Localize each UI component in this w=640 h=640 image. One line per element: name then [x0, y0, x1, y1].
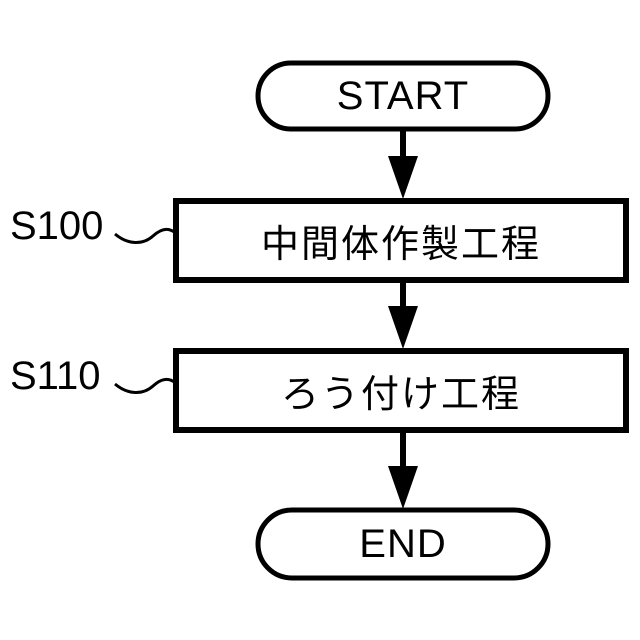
connector-process-1-to-process-2-arrowhead	[388, 306, 418, 349]
leader-line-s100	[114, 227, 178, 244]
node-shape-end[interactable]	[255, 507, 551, 581]
connector-start-to-process-1-arrowhead	[388, 156, 418, 199]
connector-process-2-to-end-arrowhead	[388, 466, 418, 509]
node-label-process-1: 中間体作製工程	[260, 224, 541, 266]
node-label-end: END	[359, 521, 447, 566]
step-tag-s110: S110	[10, 354, 101, 398]
step-tag-s100: S100	[10, 204, 104, 248]
node-label-process-2: ろう付け工程	[280, 374, 521, 416]
node-shape-process-1[interactable]	[173, 198, 629, 283]
leader-line-s110	[114, 377, 178, 394]
node-label-start: START	[336, 73, 470, 118]
